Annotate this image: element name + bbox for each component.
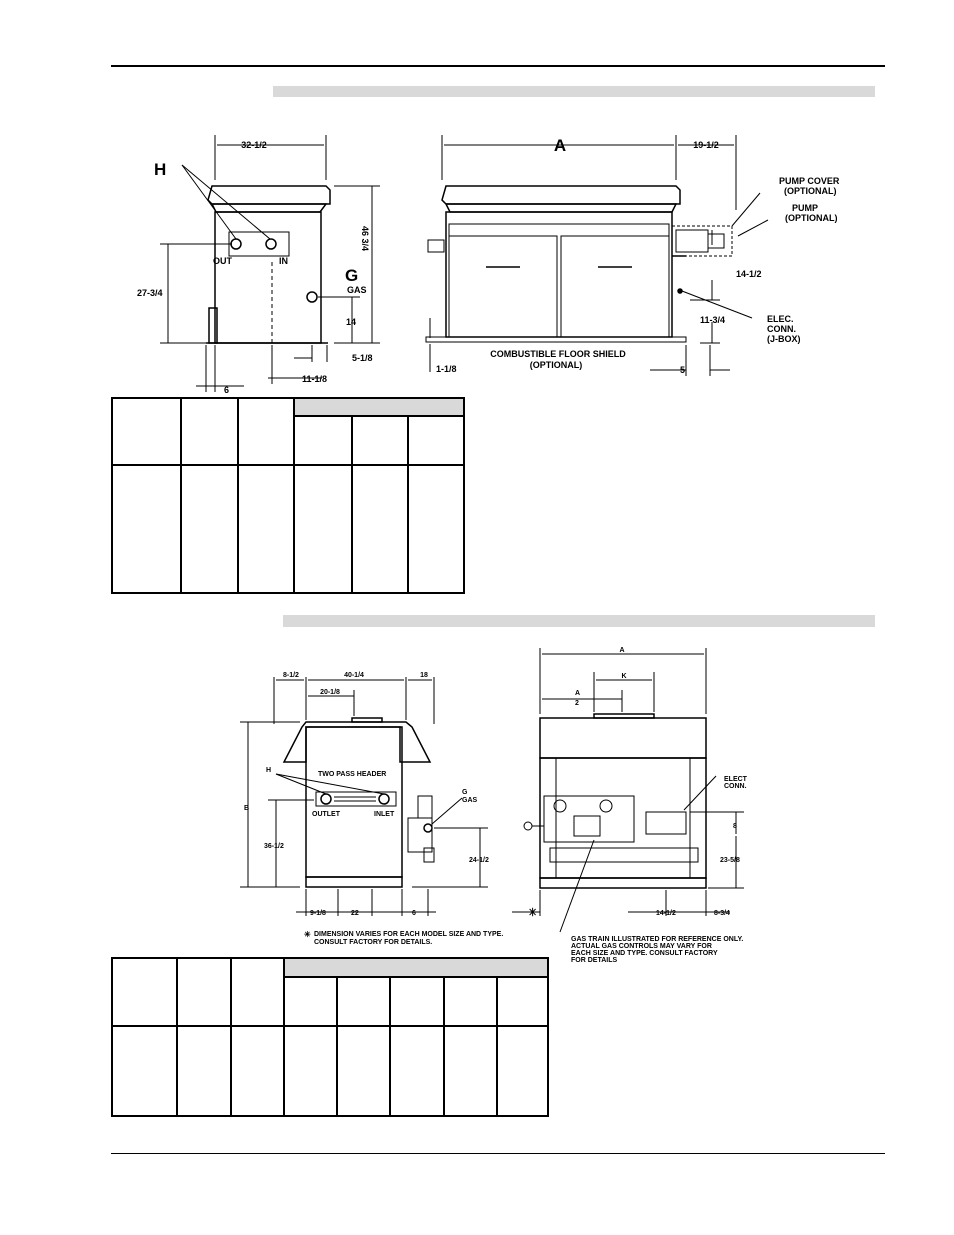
d2-gas-height: 24-1/2 [469,857,489,864]
d2-width-dim: 40-1/4 [344,672,364,679]
pump [675,229,725,253]
d1-width-dim: 32-1/2 [241,140,267,150]
d2-height-label: B [244,805,249,812]
d1-shield-height: 1-1/8 [436,364,457,374]
d1-pump-height: 14-1/2 [736,269,762,279]
d2-gas-letter: G [462,789,468,796]
d2-inlet-label: INLET [374,811,395,818]
d1-base-dim: 6 [224,385,229,395]
d2-base-left: 9-1/8 [310,910,326,917]
d2-gas-connection [423,823,433,833]
dimension-table-2 [111,957,549,1117]
note-line-1: DIMENSION VARIES FOR EACH MODEL SIZE AND… [314,931,503,938]
d1-elec-1: ELEC. [767,314,794,324]
d1-shield-2: (OPTIONAL) [530,360,583,370]
d2-side-cabinet [539,757,707,879]
d1-gas-offset: 5-1/8 [352,353,373,363]
section-band-2 [283,615,875,627]
d1-height-dim: 46 3/4 [360,226,370,251]
d2-base-right: 6 [412,910,416,917]
d2-conn-height: 36-1/2 [264,843,284,850]
bottom-rule [111,1153,885,1154]
d2-side-top [539,717,707,759]
d1-pump-cover-1: PUMP COVER [779,176,840,186]
d1-pump-1: PUMP [792,203,818,213]
d1-length-label: A [554,136,566,155]
d2-header-label: TWO PASS HEADER [318,771,386,778]
d2-header-letter: H [266,767,271,774]
d2-elec-box [645,811,687,835]
table-1-header-divider [113,464,463,466]
d2-bottom-dim-2: 8-3/4 [714,910,730,917]
section-band-1 [273,86,875,97]
d2-half-den: 2 [575,700,579,707]
gas-note-4: FOR DETAILS [571,957,617,964]
d1-conn-height: 27-3/4 [137,288,163,298]
d1-side-offset: 5 [680,365,685,375]
note-line-2: CONSULT FACTORY FOR DETAILS. [314,939,432,946]
d1-elec-3: (J-BOX) [767,334,801,344]
note-mark: ✳ [304,930,311,939]
d1-in-label: IN [279,256,288,266]
d1-pump-cover-2: (OPTIONAL) [784,186,837,196]
d2-half-num: A [575,690,580,697]
d2-base-mid: 22 [351,910,359,917]
inlet-connection [265,238,277,250]
d1-elec-height: 11-3/4 [700,315,725,325]
d1-side-dim: 11-1/8 [302,374,327,384]
d1-gas-label: GAS [347,285,367,295]
d2-length-label: A [619,647,624,654]
d1-elec-2: CONN. [767,324,796,334]
d2-outlet [320,793,332,805]
gas-connection [306,291,318,303]
gas-note-2: ACTUAL GAS CONTROLS MAY VARY FOR [571,943,712,950]
d1-out-label: OUT [213,256,233,266]
table-2-header-divider [113,1025,547,1027]
d2-gas-label: GAS [462,797,478,804]
d1-pump-2: (OPTIONAL) [785,213,838,223]
gas-note-1: GAS TRAIN ILLUSTRATED FOR REFERENCE ONLY… [571,936,743,943]
d2-variable-dim-mark: ✳ [528,907,537,919]
d2-front-header [315,791,397,807]
d2-elec-height: 23-5/8 [720,857,740,864]
d2-half-dim: 20-1/8 [320,689,340,696]
floor-shield [425,336,687,343]
d2-bottom-dim-1: 14-1/2 [656,910,676,917]
d1-gas-height: 14 [346,317,356,327]
d2-right-dim: 18 [420,672,428,679]
d1-gas-letter: G [345,266,358,285]
d2-outlet-label: OUTLET [312,811,341,818]
side-top-cover [441,185,681,205]
d2-elec-1: ELECT [724,776,748,783]
gas-note-3: EACH SIZE AND TYPE. CONSULT FACTORY [571,950,718,957]
d2-small-dim: 8 [733,823,737,830]
d2-k-label: K [621,673,626,680]
d2-gas-train [543,795,635,843]
d2-left-dim: 8-1/2 [283,672,299,679]
pump-cover [671,225,733,257]
d1-header-letter: H [154,160,166,179]
dimension-table-1 [111,397,465,594]
top-rule [111,65,885,67]
d2-inlet [378,793,390,805]
d1-pump-dim: 19-1/2 [693,140,719,150]
d2-elec-2: CONN. [724,783,747,790]
d1-shield-1: COMBUSTIBLE FLOOR SHIELD [490,349,626,359]
